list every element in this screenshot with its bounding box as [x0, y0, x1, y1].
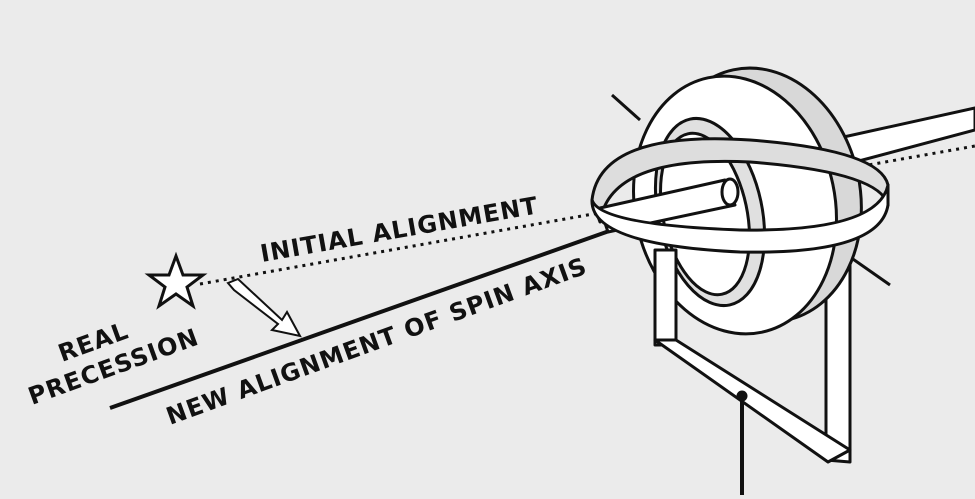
- gimbal-ring-front: [590, 183, 890, 254]
- initial-alignment-label: INITIAL ALIGNMENT: [258, 191, 540, 268]
- star-icon: [144, 251, 208, 310]
- initial-alignment-line: [199, 144, 975, 286]
- wheel-hub: [659, 131, 751, 297]
- gimbal-pin-left: [611, 93, 641, 122]
- hollow-arrow-icon: [226, 277, 302, 338]
- frame-bottom-bar: [653, 338, 852, 464]
- axle-end: [720, 177, 740, 207]
- support-pivot: [736, 390, 748, 402]
- frame-left-post: [653, 248, 678, 347]
- new-alignment-label: NEW ALIGNMENT OF SPIN AXIS: [162, 252, 590, 431]
- gyroscope: [590, 66, 975, 495]
- new-alignment-line: [109, 228, 613, 410]
